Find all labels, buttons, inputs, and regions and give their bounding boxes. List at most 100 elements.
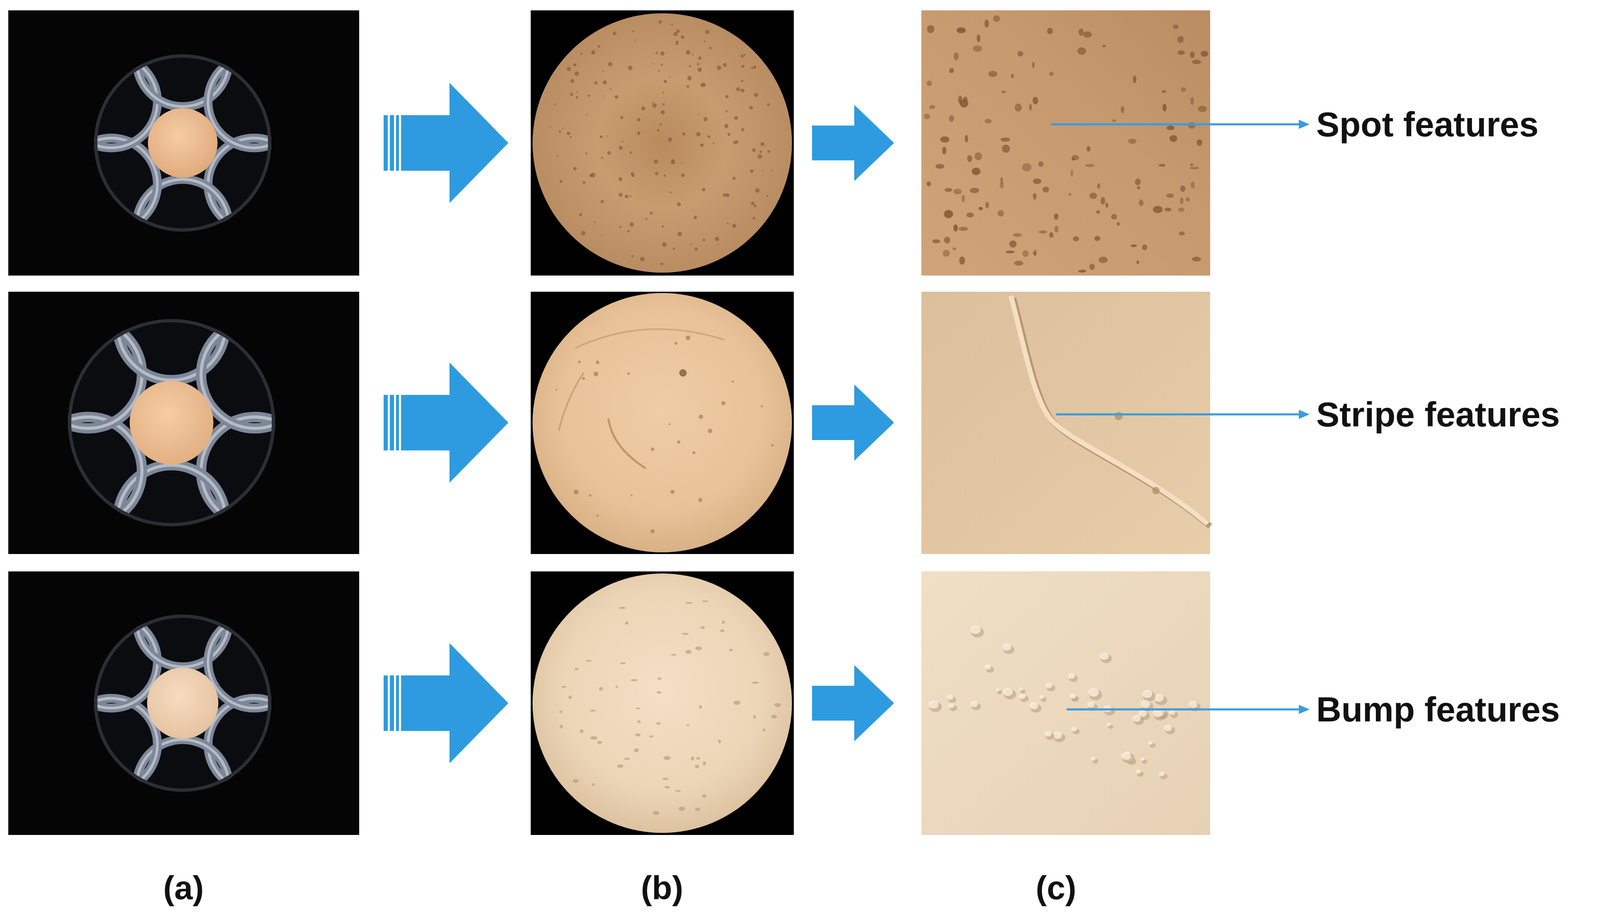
stripe bbox=[608, 418, 646, 469]
spot bbox=[754, 204, 757, 208]
stripe-shadow bbox=[1013, 298, 1211, 527]
spot bbox=[1022, 250, 1029, 257]
spot bbox=[1120, 106, 1125, 114]
bump bbox=[590, 736, 598, 740]
bump bbox=[1188, 700, 1198, 708]
spot bbox=[670, 159, 676, 165]
spot bbox=[944, 236, 951, 244]
bump bbox=[733, 700, 741, 705]
fixture-arc bbox=[200, 320, 309, 429]
bump bbox=[664, 785, 670, 789]
spot bbox=[651, 101, 654, 104]
spot bbox=[685, 50, 691, 55]
panel-label: (a) bbox=[163, 868, 204, 907]
spot bbox=[1162, 103, 1167, 112]
spot bbox=[926, 25, 935, 34]
spot bbox=[734, 140, 739, 144]
arrow-tail-bar bbox=[383, 394, 388, 451]
bump bbox=[1039, 694, 1044, 699]
spot bbox=[699, 69, 701, 72]
spot bbox=[658, 70, 660, 72]
spot bbox=[1077, 269, 1086, 273]
spot bbox=[640, 256, 645, 262]
ball-fixture bbox=[34, 272, 310, 573]
spot bbox=[652, 62, 654, 65]
spot bbox=[731, 380, 734, 383]
arrow-tail-bar bbox=[389, 394, 394, 451]
spot bbox=[672, 247, 675, 250]
spot bbox=[573, 166, 577, 171]
spot bbox=[1190, 181, 1195, 189]
fixture-ring bbox=[69, 320, 274, 525]
spot bbox=[677, 440, 681, 444]
spot bbox=[997, 210, 1005, 217]
spot bbox=[708, 428, 713, 433]
bump bbox=[1138, 710, 1147, 718]
spot bbox=[614, 95, 619, 100]
spot bbox=[700, 143, 704, 148]
spot bbox=[580, 231, 586, 236]
bump bbox=[1140, 700, 1151, 709]
bump bbox=[623, 757, 630, 760]
spot bbox=[595, 360, 600, 365]
stripe bbox=[575, 328, 725, 349]
spot bbox=[1166, 125, 1175, 131]
bump bbox=[1087, 701, 1095, 708]
spot bbox=[573, 489, 579, 495]
fixture-arc-highlight bbox=[200, 320, 309, 429]
spot bbox=[966, 212, 974, 218]
spot bbox=[1200, 50, 1209, 57]
spot bbox=[582, 181, 586, 184]
bump bbox=[1154, 693, 1164, 702]
spot bbox=[1071, 154, 1079, 161]
bump bbox=[1099, 652, 1109, 660]
bump bbox=[702, 600, 709, 602]
spot bbox=[600, 200, 605, 204]
spot bbox=[1046, 27, 1053, 35]
spot bbox=[722, 62, 727, 67]
spot bbox=[1078, 28, 1084, 37]
spot bbox=[575, 96, 579, 99]
spot bbox=[963, 96, 968, 103]
spot bbox=[1114, 411, 1123, 421]
bump bbox=[729, 648, 733, 651]
bump bbox=[1019, 693, 1026, 699]
bump bbox=[1148, 740, 1153, 745]
bump bbox=[695, 646, 702, 651]
spot bbox=[1048, 71, 1054, 76]
fixture-arc bbox=[207, 615, 301, 709]
spot bbox=[740, 88, 745, 93]
spot bbox=[654, 171, 659, 176]
spot bbox=[940, 136, 950, 143]
spot bbox=[663, 79, 668, 83]
arrow-tail-bar bbox=[396, 675, 399, 731]
spot bbox=[1086, 145, 1091, 152]
bump bbox=[1071, 726, 1078, 732]
spot bbox=[574, 71, 579, 76]
spot bbox=[1077, 47, 1086, 55]
spot bbox=[708, 46, 712, 50]
spot bbox=[668, 422, 671, 426]
spot bbox=[932, 239, 941, 244]
spot bbox=[702, 238, 706, 242]
spot bbox=[632, 30, 635, 33]
spot bbox=[634, 39, 636, 42]
bump bbox=[674, 789, 682, 792]
bump bbox=[721, 620, 725, 624]
spot bbox=[1098, 256, 1108, 263]
bump bbox=[686, 724, 689, 727]
spot bbox=[1190, 163, 1194, 166]
fixture-arc bbox=[65, 55, 158, 148]
spot bbox=[1189, 51, 1195, 59]
spot bbox=[629, 222, 634, 227]
leader-line bbox=[1056, 413, 1302, 416]
panel-label: (b) bbox=[640, 868, 684, 907]
spot bbox=[923, 113, 931, 120]
spot bbox=[976, 34, 981, 43]
bump bbox=[774, 703, 781, 707]
bump bbox=[1142, 689, 1153, 699]
spot bbox=[929, 104, 936, 109]
spot bbox=[601, 156, 604, 159]
spot bbox=[686, 84, 690, 88]
spot bbox=[1082, 31, 1092, 38]
